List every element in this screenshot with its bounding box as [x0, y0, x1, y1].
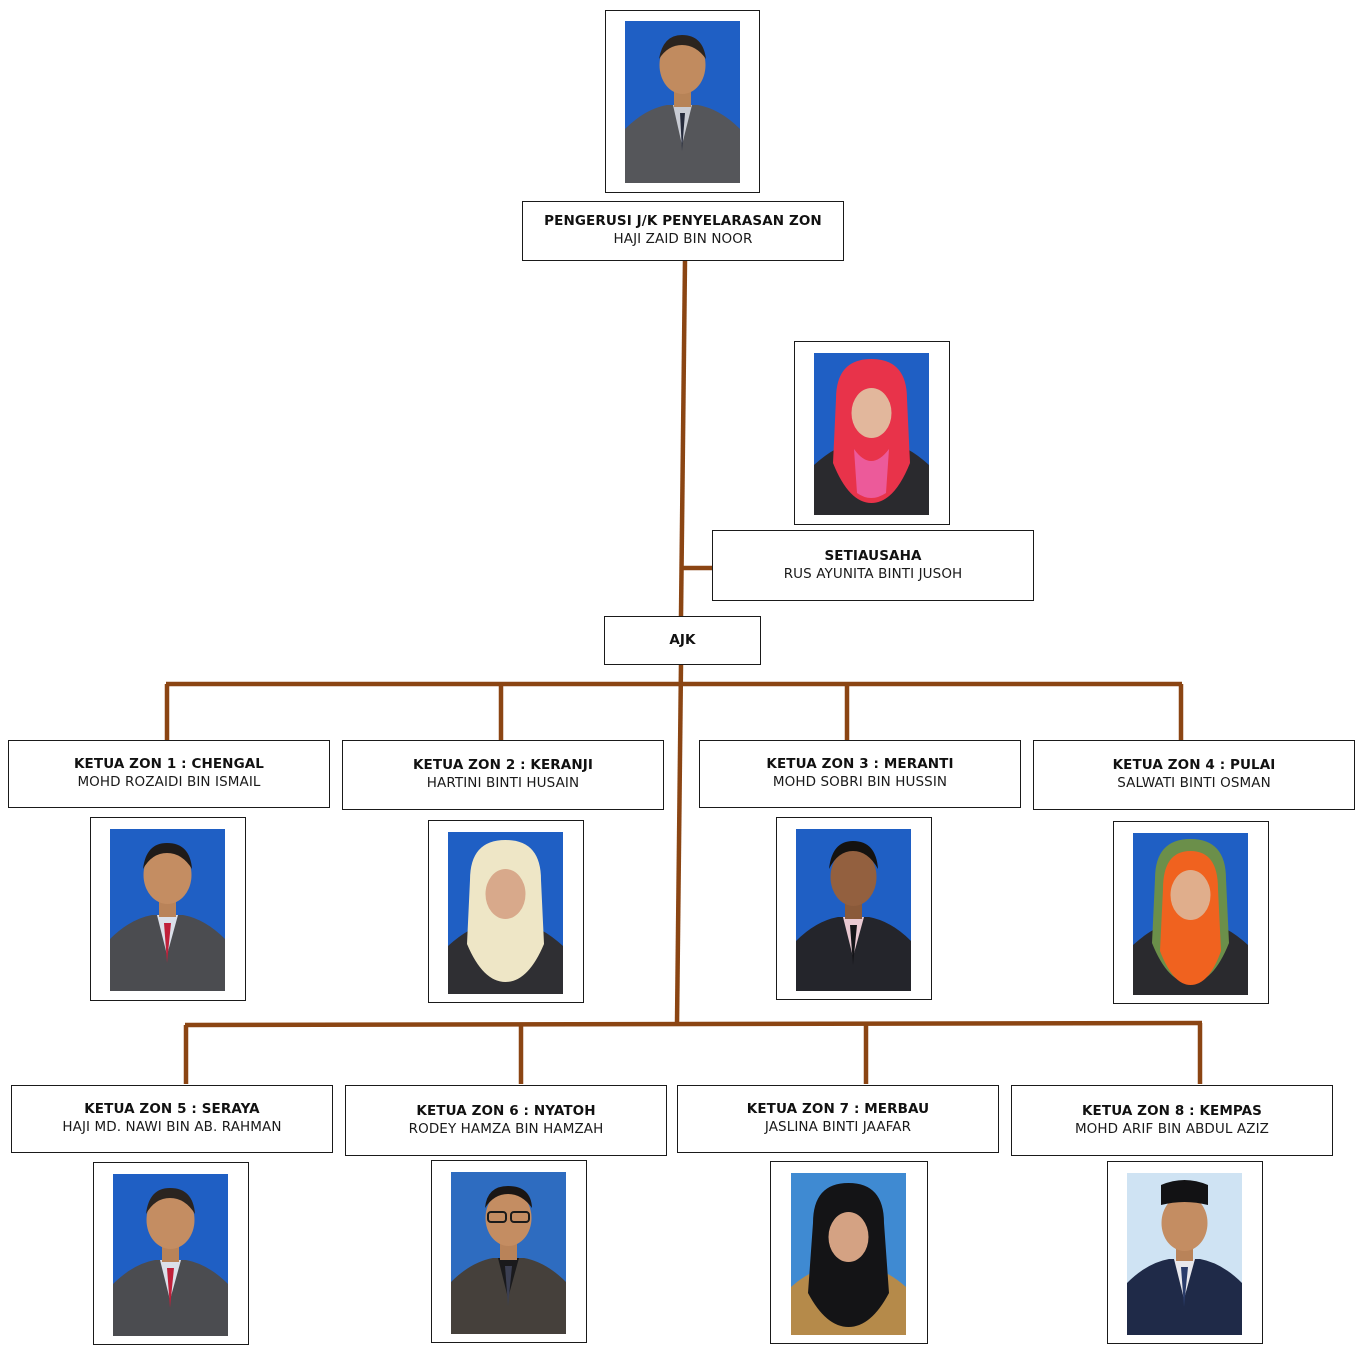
committee-box: AJK — [604, 616, 761, 665]
zone-box-6: KETUA ZON 6 : NYATOH RODEY HAMZA BIN HAM… — [345, 1085, 667, 1156]
zone-photo-frame-5 — [93, 1162, 249, 1345]
committee-title: AJK — [669, 631, 696, 648]
secretary-name: RUS AYUNITA BINTI JUSOH — [783, 565, 963, 582]
zone-title-1: KETUA ZON 1 : CHENGAL — [74, 756, 264, 773]
zone-name-1: MOHD ROZAIDI BIN ISMAIL — [77, 774, 261, 790]
zone-box-7: KETUA ZON 7 : MERBAU JASLINA BINTI JAAFA… — [677, 1085, 999, 1153]
zone-photo-7 — [791, 1173, 906, 1335]
zone-title-3: KETUA ZON 3 : MERANTI — [766, 756, 954, 773]
zone-box-8: KETUA ZON 8 : KEMPAS MOHD ARIF BIN ABDUL… — [1011, 1085, 1333, 1156]
zone-photo-6 — [451, 1172, 566, 1334]
zone-photo-frame-4 — [1113, 821, 1269, 1004]
zone-name-5: HAJI MD. NAWI BIN AB. RAHMAN — [62, 1119, 282, 1135]
zone-title-2: KETUA ZON 2 : KERANJI — [412, 757, 593, 774]
zone-name-3: MOHD SOBRI BIN HUSSIN — [772, 774, 948, 790]
zone-photo-3 — [796, 829, 911, 991]
zone-title-7: KETUA ZON 7 : MERBAU — [746, 1101, 930, 1118]
zone-photo-frame-1 — [90, 817, 246, 1001]
chairman-photo — [625, 21, 740, 183]
secretary-photo — [814, 353, 929, 515]
zone-box-4: KETUA ZON 4 : PULAI SALWATI BINTI OSMAN — [1033, 740, 1355, 810]
zone-photo-frame-6 — [431, 1160, 587, 1343]
chairman-photo-frame — [605, 10, 760, 193]
chairman-title: PENGERUSI J/K PENYELARASAN ZON — [544, 213, 822, 230]
zone-name-2: HARTINI BINTI HUSAIN — [426, 775, 580, 791]
zone-title-5: KETUA ZON 5 : SERAYA — [84, 1101, 260, 1118]
zone-name-6: RODEY HAMZA BIN HAMZAH — [408, 1120, 604, 1137]
zone-photo-4 — [1133, 833, 1248, 995]
zone-title-6: KETUA ZON 6 : NYATOH — [416, 1102, 596, 1119]
zone-name-8: MOHD ARIF BIN ABDUL AZIZ — [1074, 1120, 1270, 1137]
zone-photo-1 — [110, 829, 225, 991]
zone-photo-frame-7 — [770, 1161, 928, 1344]
secretary-photo-frame — [794, 341, 950, 525]
secretary-title: SETIAUSAHA — [824, 547, 922, 564]
zone-title-8: KETUA ZON 8 : KEMPAS — [1082, 1102, 1262, 1119]
zone-photo-8 — [1127, 1173, 1242, 1335]
zone-name-4: SALWATI BINTI OSMAN — [1117, 775, 1271, 791]
zone-photo-frame-3 — [776, 817, 932, 1000]
chairman-box: PENGERUSI J/K PENYELARASAN ZON HAJI ZAID… — [522, 201, 844, 261]
zone-photo-2 — [448, 832, 563, 994]
chairman-name: HAJI ZAID BIN NOOR — [613, 231, 753, 247]
zone-box-5: KETUA ZON 5 : SERAYA HAJI MD. NAWI BIN A… — [11, 1085, 333, 1153]
secretary-box: SETIAUSAHA RUS AYUNITA BINTI JUSOH — [712, 530, 1034, 601]
zone-box-2: KETUA ZON 2 : KERANJI HARTINI BINTI HUSA… — [342, 740, 664, 810]
zone-photo-frame-8 — [1107, 1161, 1263, 1344]
zone-box-3: KETUA ZON 3 : MERANTI MOHD SOBRI BIN HUS… — [699, 740, 1021, 808]
zone-photo-frame-2 — [428, 820, 584, 1003]
zone-title-4: KETUA ZON 4 : PULAI — [1112, 757, 1276, 774]
zone-photo-5 — [113, 1174, 228, 1336]
zone-name-7: JASLINA BINTI JAAFAR — [764, 1119, 912, 1135]
zone-box-1: KETUA ZON 1 : CHENGAL MOHD ROZAIDI BIN I… — [8, 740, 330, 808]
